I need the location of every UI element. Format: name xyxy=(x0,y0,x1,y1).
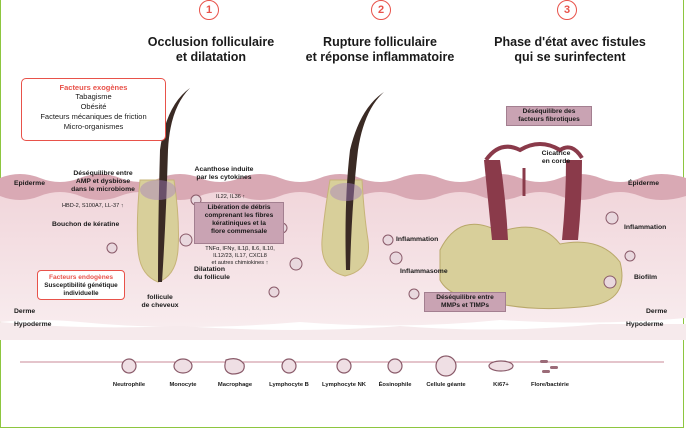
ki67-icon xyxy=(488,360,514,372)
endogenous-line: Susceptibilité génétique xyxy=(44,282,118,289)
legend-monocyte: Monocyte xyxy=(169,382,197,388)
macrophage-icon xyxy=(224,358,245,375)
step-2-number: 2 xyxy=(371,0,391,20)
legend-lymphocyte-nk: Lymphocyte NK xyxy=(322,382,366,388)
legend-lymphocyte-b: Lymphocyte B xyxy=(269,382,309,388)
legend-macrophage: Macrophage xyxy=(217,382,253,388)
label-epiderme-right: Épiderme xyxy=(628,180,659,187)
endogenous-line: individuelle xyxy=(63,290,99,297)
fistula-tract-2 xyxy=(562,160,582,240)
eosinophil-icon xyxy=(387,358,403,374)
exogenous-item: Facteurs mécaniques de friction xyxy=(40,112,147,121)
lymphocyte-nk-icon xyxy=(336,358,352,374)
label-epiderme-left: Epiderme xyxy=(14,180,45,187)
bacteria-icon xyxy=(540,360,558,373)
label-hypoderme-right: Hypoderme xyxy=(626,321,664,328)
lymphocyte-b-icon xyxy=(281,358,297,374)
legend-ki67: Ki67+ xyxy=(493,382,509,388)
label-inflammation-2: Inflammation xyxy=(396,236,439,243)
label-derme-right: Derme xyxy=(646,308,668,315)
step-3-number: 3 xyxy=(557,0,577,20)
hair-2 xyxy=(345,92,384,270)
endogenous-title: Facteurs endogènes xyxy=(48,274,114,281)
legend-eosinophile: Éosinophile xyxy=(378,382,412,388)
exogenous-factors-box: Facteurs exogènes Tabagisme Obésité Fact… xyxy=(21,78,166,141)
label-hbd: HBD-2, S100A7, LL-37 ↑ xyxy=(62,203,124,209)
monocyte-icon xyxy=(173,358,193,374)
legend-neutrophile: Neutrophile xyxy=(112,382,146,388)
exogenous-item: Micro-organismes xyxy=(63,122,124,131)
follicle-2 xyxy=(321,179,370,277)
label-keratin-plug: Bouchon de kératine xyxy=(52,221,120,228)
fistula-tract-1 xyxy=(484,160,508,240)
hypodermis-layer xyxy=(0,322,686,340)
label-il22: IL22, IL36 ↑ xyxy=(216,194,246,200)
legend-giant-cell: Cellule géante xyxy=(426,382,466,388)
hair-1 xyxy=(158,88,190,282)
label-hypoderme-left: Hypoderme xyxy=(14,321,52,328)
exogenous-title: Facteurs exogènes xyxy=(59,83,128,92)
exogenous-item: Obésité xyxy=(80,102,107,111)
exogenous-item: Tabagisme xyxy=(75,92,112,101)
label-biofilm: Biofilm xyxy=(634,274,658,281)
label-derme-left: Derme xyxy=(14,308,36,315)
label-cytokines: TNFα, IFNγ, IL1β, IL6, IL10,IL12/23, IL1… xyxy=(205,246,275,266)
label-inflammasome: Inflammasome xyxy=(400,268,448,275)
label-inflammation-3: Inflammation xyxy=(624,224,667,231)
legend-icons xyxy=(121,355,558,377)
endogenous-factors-box: Facteurs endogènes Susceptibilité généti… xyxy=(37,270,125,300)
step-1-number: 1 xyxy=(199,0,219,20)
giant-cell-icon xyxy=(435,355,457,377)
legend-bacteria: Flore/bactérie xyxy=(530,382,570,388)
neutrophil-icon xyxy=(121,358,137,374)
